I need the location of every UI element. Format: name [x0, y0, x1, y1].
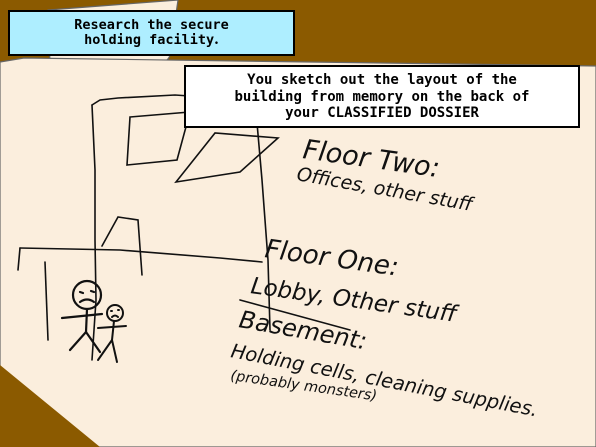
stick-figure-small	[97, 304, 127, 363]
building-outline	[17, 94, 351, 361]
stick-figure-large	[60, 279, 104, 354]
narration-line-3: your CLASSIFIED DOSSIER	[285, 105, 479, 121]
title-line-2: holding facility.	[84, 32, 219, 48]
narration-line-1: You sketch out the layout of the	[247, 72, 517, 88]
classified-dossier-emphasis: CLASSIFIED DOSSIER	[327, 105, 479, 121]
table-corner	[0, 365, 100, 447]
narration-caption-box: You sketch out the layout of the buildin…	[184, 65, 580, 128]
title-line-1: Research the secure	[74, 17, 229, 33]
title-caption-box: Research the secure holding facility.	[8, 10, 295, 56]
narration-line-2: building from memory on the back of	[234, 88, 530, 105]
dossier-paper	[0, 57, 596, 447]
